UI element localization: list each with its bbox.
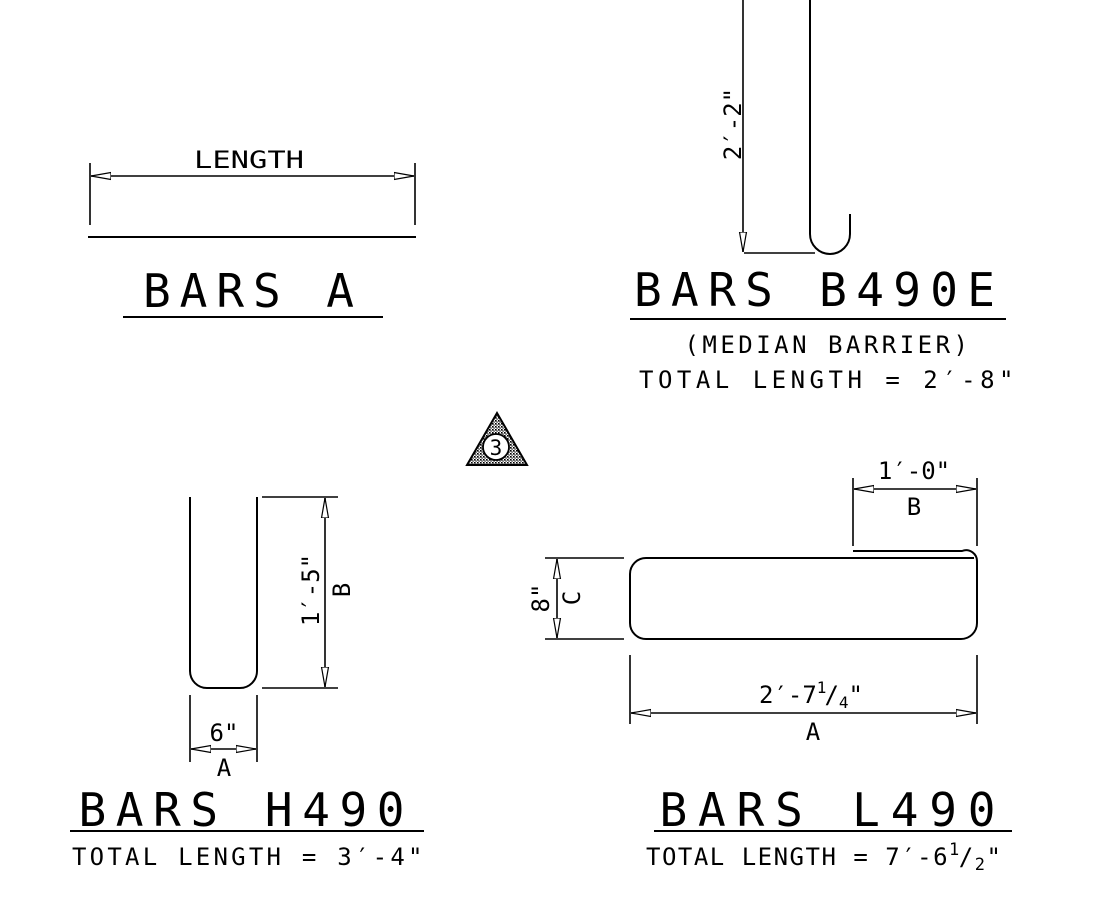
u-bar bbox=[189, 497, 258, 689]
c-dimension-value: 8" bbox=[527, 584, 555, 613]
b-dimension-label: B bbox=[907, 493, 921, 521]
total-length-text: TOTAL LENGTH = 2′-8" bbox=[639, 366, 1015, 394]
bars-a-detail: LENGTH BARS A bbox=[88, 146, 416, 318]
b-dimension-value: 1′-0" bbox=[878, 457, 950, 485]
revision-number: 3 bbox=[490, 436, 503, 460]
a-dimension-label: A bbox=[217, 754, 232, 782]
a-dimension-value: 2′-71/4" bbox=[759, 678, 863, 712]
bars-b490e-title: BARS B490E bbox=[634, 263, 1004, 317]
bars-b490e-detail: 2′-2" BARS B490E (MEDIAN BARRIER) TOTAL … bbox=[630, 0, 1015, 394]
closed-stirrup-bar bbox=[629, 549, 979, 640]
total-length-text: TOTAL LENGTH = 3′-4" bbox=[72, 843, 424, 871]
c-dimension-label: C bbox=[558, 591, 586, 605]
a-dimension-label: A bbox=[806, 718, 821, 746]
hooked-bar bbox=[809, 0, 851, 255]
note-text: (MEDIAN BARRIER) bbox=[685, 331, 970, 359]
b-dimension-value: 1′-5" bbox=[297, 554, 325, 626]
revision-triangle-icon: 3 bbox=[465, 410, 529, 466]
b-dimension-label: B bbox=[328, 583, 356, 597]
bars-a-title: BARS A bbox=[143, 264, 363, 318]
a-dimension-value: 6" bbox=[210, 719, 239, 747]
height-dimension-label: 2′-2" bbox=[719, 88, 747, 160]
bars-l490-detail: 1′-0" B 8" C 2′-71/4" A BARS L490 TOTAL … bbox=[527, 457, 1012, 875]
bars-h490-title: BARS H490 bbox=[79, 783, 414, 837]
bars-l490-title: BARS L490 bbox=[660, 783, 1005, 837]
length-dimension-label: LENGTH bbox=[194, 146, 304, 174]
total-length-text: TOTAL LENGTH = 7′-61/2" bbox=[646, 840, 1002, 875]
bars-h490-detail: 1′-5" B 6" A BARS H490 TOTAL LENGTH = 3′… bbox=[70, 496, 424, 871]
